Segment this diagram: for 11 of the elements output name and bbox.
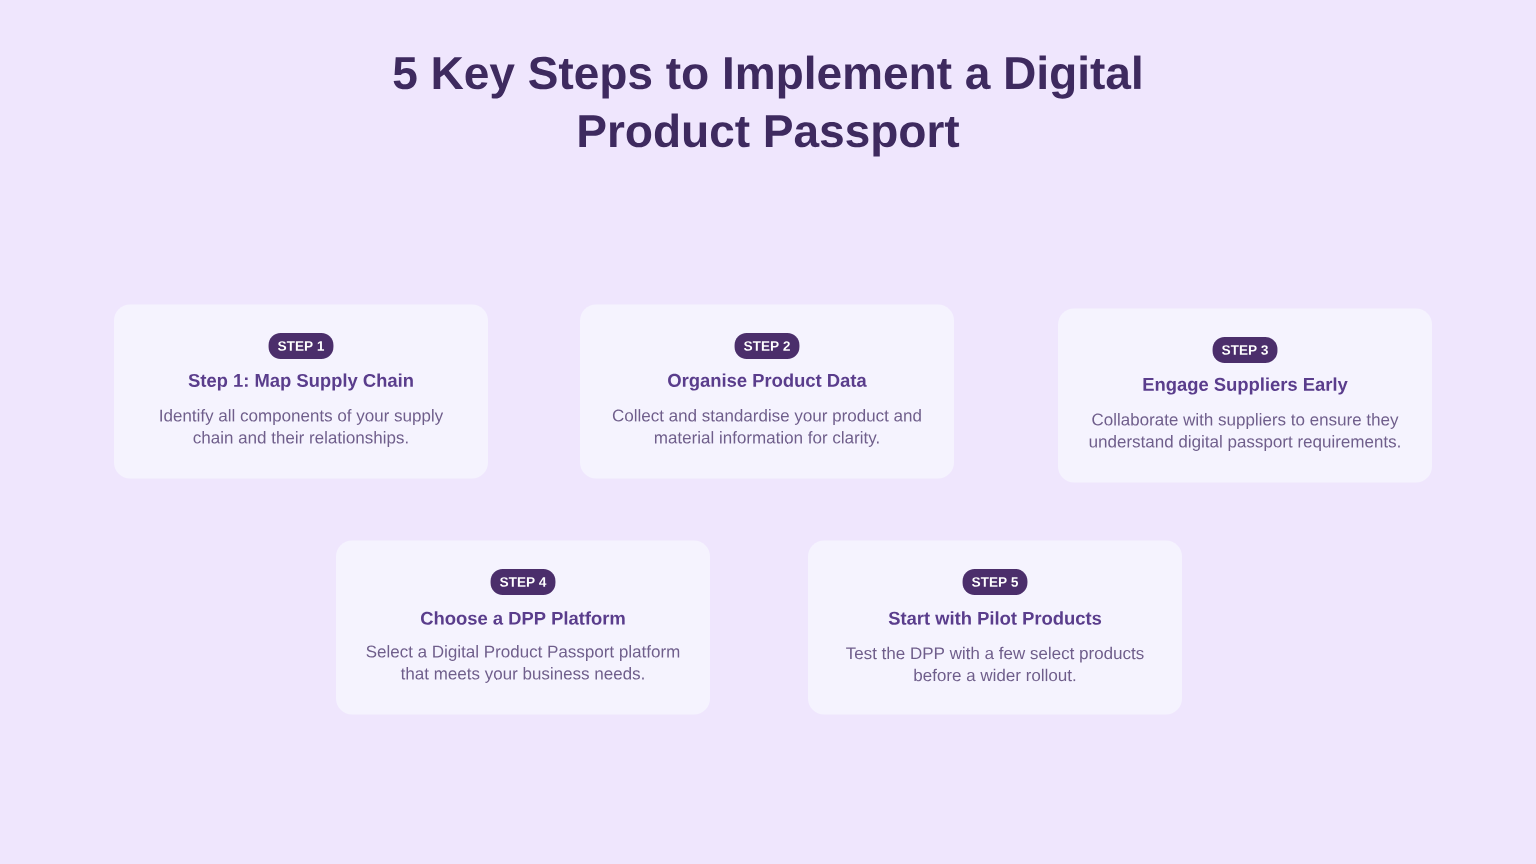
step-description: Test the DPP with a few select products before a wider rollout. xyxy=(846,646,1144,682)
step-description: Collect and standardise your product and material information for clarity. xyxy=(612,409,921,447)
step-heading: Step 1: Map Supply Chain xyxy=(188,373,413,391)
step-heading: Organise Product Data xyxy=(668,373,867,391)
step-description: Select a Digital Product Passport platform that meets your business needs. xyxy=(366,645,680,683)
step-heading: Choose a DPP Platform xyxy=(421,611,625,625)
step-description: Identify all components of your supply chain and their relationships. xyxy=(160,409,444,447)
step-description: Collaborate with suppliers to ensure they understand digital passport requirements. xyxy=(1089,413,1400,451)
step-heading: Engage Suppliers Early xyxy=(1143,377,1348,395)
step-heading: Start with Pilot Products xyxy=(888,611,1102,625)
title: 5 Key Steps to Implement a Digital Product Passport xyxy=(393,55,1141,157)
